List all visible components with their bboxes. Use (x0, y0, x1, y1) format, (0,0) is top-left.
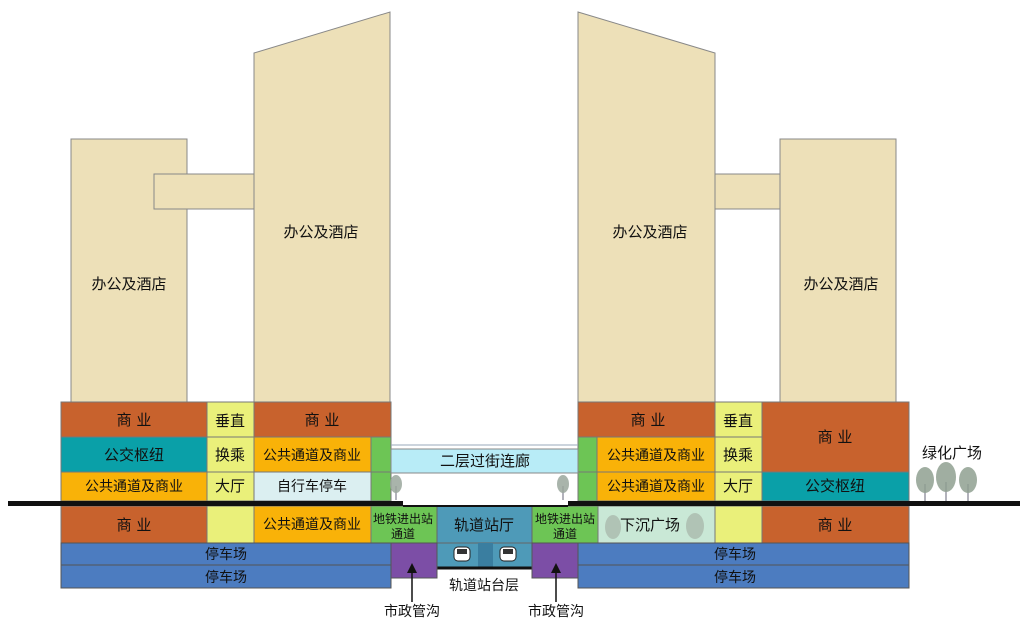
skybridge-corridor (390, 448, 579, 474)
tower-label-left-low: 办公及酒店 (91, 275, 166, 293)
commercial-block (761, 505, 910, 544)
green-strip (370, 436, 392, 473)
vertical-transfer-block (714, 436, 763, 473)
label-commercial: 商 业 (631, 411, 666, 429)
vertical-transfer-block (714, 505, 763, 544)
label-bike-parking: 自行车停车 (277, 478, 347, 495)
station-hall (436, 505, 533, 544)
label-platform: 轨道站台层 (449, 578, 519, 594)
label-commercial: 商 业 (117, 516, 152, 534)
tower-right-low (779, 138, 897, 403)
tower-label-right-high: 办公及酒店 (612, 223, 687, 241)
label-parking: 停车场 (205, 569, 247, 586)
tree-icon (686, 513, 704, 539)
commercial-block (60, 401, 208, 438)
label-metro-access-2: 通道 (553, 527, 577, 541)
label-metro-access-1: 地铁进出站 (535, 512, 595, 526)
public-passage-block (253, 436, 372, 473)
label-vertical-1: 垂直 (215, 412, 245, 430)
train-icon (453, 546, 471, 562)
tree-icon (605, 515, 621, 539)
arrow-up-icon (551, 563, 561, 602)
bus-hub-block (60, 436, 208, 473)
label-vertical-1: 垂直 (723, 412, 753, 430)
utility-tunnel-right (531, 542, 579, 579)
label-commercial: 商 业 (117, 411, 152, 429)
tree-icon (916, 467, 934, 501)
label-vertical-2: 换乘 (215, 446, 245, 464)
label-public-passage: 公共通道及商业 (263, 517, 361, 533)
vertical-transfer-block (206, 505, 255, 544)
label-vertical-3: 大厅 (215, 477, 245, 495)
tree-icon (557, 475, 569, 500)
label-public-passage: 公共通道及商业 (85, 479, 183, 495)
label-sunken-plaza: 下沉广场 (620, 516, 680, 534)
label-parking: 停车场 (714, 569, 756, 586)
tower-label-left-high: 办公及酒店 (283, 223, 358, 241)
bus-hub-block (761, 471, 910, 502)
green-strip (577, 436, 598, 473)
label-commercial: 商 业 (305, 411, 340, 429)
tower-label-right-low: 办公及酒店 (803, 275, 878, 293)
label-station-hall: 轨道站厅 (454, 516, 514, 534)
ground-line (568, 501, 1020, 506)
label-parking: 停车场 (205, 546, 247, 563)
label-vertical-2: 换乘 (723, 446, 753, 464)
public-passage-block (596, 436, 716, 473)
label-public-passage: 公共通道及商业 (607, 479, 705, 495)
label-vertical-3: 大厅 (723, 477, 753, 495)
tree-icon (936, 462, 956, 501)
label-metro-access-2: 通道 (391, 527, 415, 541)
commercial-block (60, 505, 208, 544)
bridge-left-tower (153, 173, 255, 210)
label-green-plaza: 绿化广场 (922, 444, 982, 462)
label-utility-tunnel: 市政管沟 (528, 603, 584, 620)
label-commercial: 商 业 (818, 516, 853, 534)
tower-right-high (577, 11, 716, 403)
train-icon (499, 546, 517, 562)
ground-line (8, 501, 403, 506)
label-metro-access-1: 地铁进出站 (373, 512, 433, 526)
label-bus-hub: 公交枢纽 (805, 477, 865, 495)
tower-left-high (253, 11, 391, 403)
vertical-transfer-block (206, 471, 255, 502)
tree-icon (390, 475, 402, 500)
commercial-block (761, 401, 910, 473)
label-utility-tunnel: 市政管沟 (384, 603, 440, 620)
platform-trackbed (478, 543, 493, 568)
label-skybridge: 二层过街连廊 (440, 452, 530, 470)
tree-icon (959, 467, 977, 501)
arrow-up-icon (407, 563, 417, 602)
label-bus-hub: 公交枢纽 (104, 446, 164, 464)
green-strip (577, 471, 598, 502)
label-parking: 停车场 (714, 546, 756, 563)
label-commercial: 商 业 (818, 428, 853, 446)
label-public-passage: 公共通道及商业 (607, 448, 705, 464)
label-public-passage: 公共通道及商业 (263, 448, 361, 464)
green-strip (370, 471, 392, 502)
